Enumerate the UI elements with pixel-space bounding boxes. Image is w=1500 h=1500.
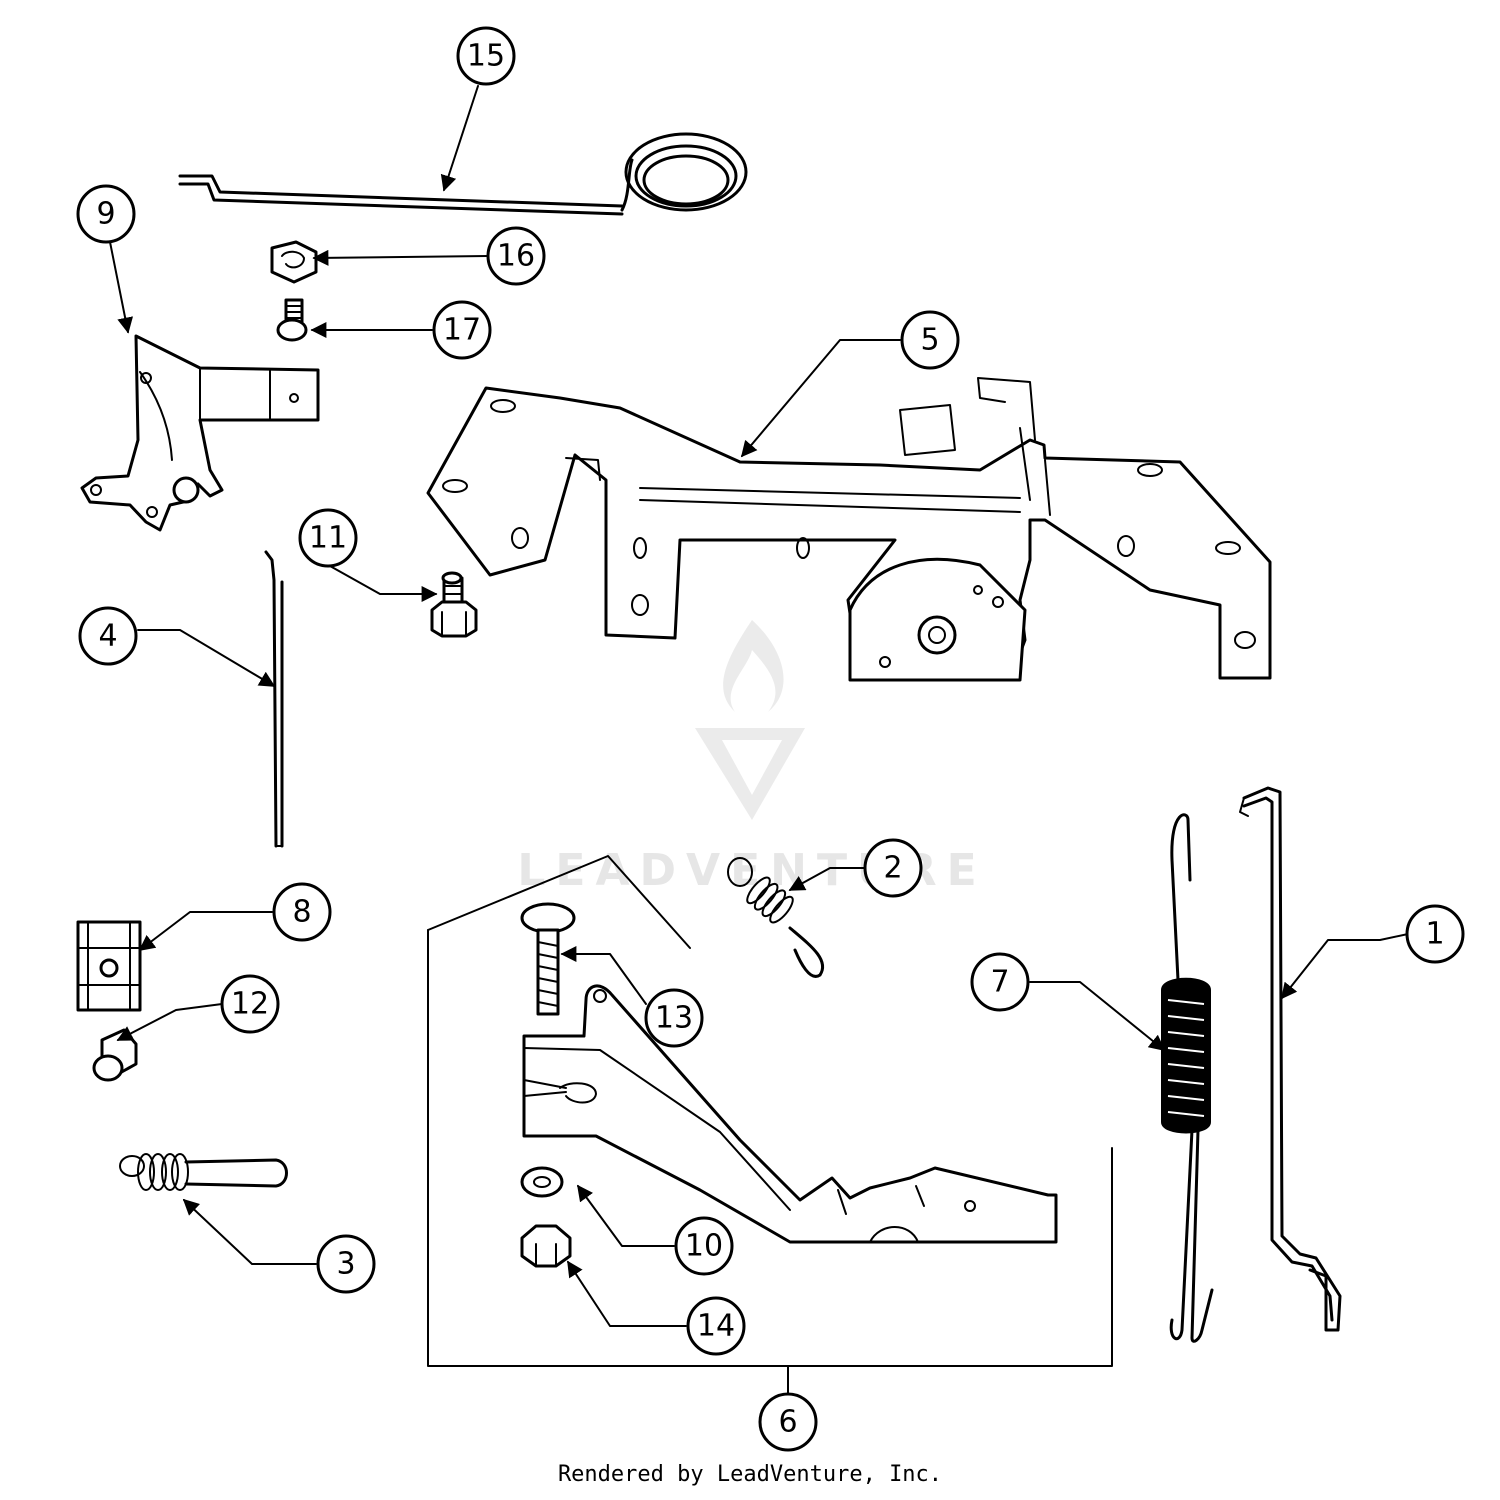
callout-16: 16	[486, 226, 546, 286]
part-6-group-bracket	[427, 855, 1113, 1395]
callout-label: 13	[655, 1001, 693, 1036]
callout-label: 15	[467, 39, 505, 74]
callout-17: 17	[432, 300, 492, 360]
part-15-torsion-spring	[178, 132, 748, 216]
part-3-spring	[119, 1153, 288, 1191]
callout-2: 2	[863, 838, 923, 898]
part-17-screw	[276, 298, 308, 342]
callout-7: 7	[970, 952, 1030, 1012]
callout-label: 11	[309, 521, 347, 556]
part-2-spring	[727, 857, 825, 978]
part-13-bolt	[520, 902, 576, 1016]
callout-label: 14	[697, 1309, 735, 1344]
callout-label: 4	[98, 619, 117, 654]
callout-label: 3	[336, 1247, 355, 1282]
part-11-hex-bolt	[430, 571, 478, 638]
part-12-screw	[92, 1028, 138, 1082]
callout-label: 10	[685, 1229, 723, 1264]
part-7-spring	[1161, 813, 1214, 1343]
callout-14: 14	[686, 1296, 746, 1356]
callout-5: 5	[900, 310, 960, 370]
callout-3: 3	[316, 1234, 376, 1294]
callout-label: 12	[231, 987, 269, 1022]
callout-15: 15	[456, 26, 516, 86]
part-4-link-rod	[264, 550, 284, 848]
callout-1: 1	[1405, 904, 1465, 964]
callout-6: 6	[758, 1392, 818, 1452]
callout-label: 2	[883, 851, 902, 886]
callout-4: 4	[78, 606, 138, 666]
part-9-bracket	[80, 334, 320, 532]
callout-11: 11	[298, 508, 358, 568]
callout-label: 5	[920, 323, 939, 358]
part-6-lever	[522, 984, 1058, 1244]
part-5-control-bracket	[426, 377, 1272, 682]
callout-label: 7	[990, 965, 1009, 1000]
part-16-clip-nut	[270, 240, 318, 284]
part-14-hex-nut	[520, 1224, 572, 1268]
callout-label: 6	[778, 1405, 797, 1440]
callout-label: 1	[1425, 917, 1444, 952]
leader-lines	[109, 85, 1409, 1327]
part-8-clip-block	[76, 920, 142, 1012]
part-10-washer	[520, 1166, 564, 1198]
callout-label: 8	[292, 895, 311, 930]
callout-10: 10	[674, 1216, 734, 1276]
callout-8: 8	[272, 882, 332, 942]
part-1-rod	[1239, 786, 1342, 1332]
callout-label: 17	[443, 313, 481, 348]
callout-9: 9	[76, 184, 136, 244]
callout-12: 12	[220, 974, 280, 1034]
callout-label: 9	[96, 197, 115, 232]
render-credit: Rendered by LeadVenture, Inc.	[557, 1462, 943, 1487]
callout-13: 13	[644, 988, 704, 1048]
callout-label: 16	[497, 239, 535, 274]
callouts: 1 2 3 4 5 6 7 8 9 10 11 12 13 14 15 16 1…	[76, 26, 1465, 1452]
